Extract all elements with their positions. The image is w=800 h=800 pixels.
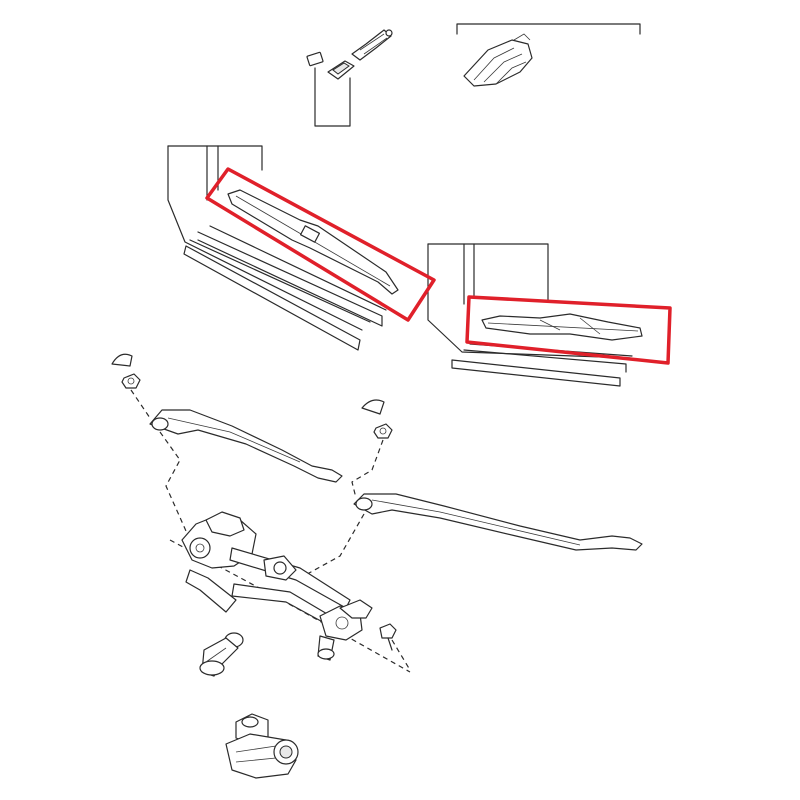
right-cowl-strip xyxy=(451,359,621,387)
refill-group xyxy=(306,29,393,127)
wiper-motor xyxy=(225,713,299,779)
wiper-arm-cap-left xyxy=(111,353,133,367)
highlight-box-driver-blade xyxy=(205,167,436,322)
pivot-left xyxy=(189,537,211,559)
cover-bracket xyxy=(456,23,641,35)
highlight-box-passenger-blade xyxy=(465,295,672,365)
wiper-arms xyxy=(149,409,643,551)
wiper-linkage xyxy=(181,511,373,661)
wiper-blade-cover xyxy=(463,39,533,87)
wiper-arm-nut-left xyxy=(121,373,141,389)
blade-cover-group xyxy=(456,23,641,87)
spring-clip xyxy=(351,29,392,61)
wiper-arm-nut-right xyxy=(373,423,393,439)
refill-bracket xyxy=(314,67,351,127)
arm-caps xyxy=(111,353,393,439)
left-frame xyxy=(167,145,263,171)
left-cowl-strip xyxy=(183,245,361,351)
mounting-bolt xyxy=(379,623,397,651)
right-windshield-section xyxy=(427,243,643,387)
wiper-arm-cap-right xyxy=(361,399,385,415)
left-windshield-section xyxy=(167,145,399,351)
driver-side-wiper-arm xyxy=(149,409,343,483)
pivot-bushing xyxy=(199,632,244,677)
passenger-side-wiper-arm xyxy=(353,493,643,551)
driver-side-wiper-blade xyxy=(227,189,399,295)
right-frame xyxy=(427,243,549,301)
refill-insert xyxy=(306,51,324,67)
